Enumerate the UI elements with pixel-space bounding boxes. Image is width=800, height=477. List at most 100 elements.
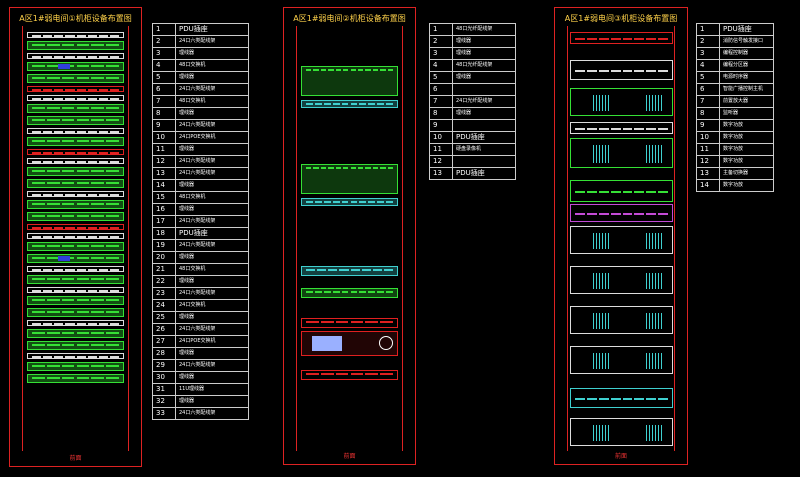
port-block xyxy=(109,323,119,325)
legend-label xyxy=(452,119,516,132)
rack-c-unit xyxy=(570,418,673,446)
port-block xyxy=(61,215,75,217)
legend-number: 25 xyxy=(152,311,176,324)
port-block xyxy=(76,194,86,196)
port-block xyxy=(350,103,358,105)
port-block xyxy=(320,167,327,169)
legend-label: 24口六类配线架 xyxy=(175,287,249,300)
legend-label: 前置放大器 xyxy=(719,95,774,108)
rack-a-unit xyxy=(27,62,124,71)
legend-number: 6 xyxy=(429,83,453,96)
vent-grille xyxy=(646,95,662,111)
legend-label: PDU插座 xyxy=(175,227,249,240)
legend-label: 48口交换机 xyxy=(175,191,249,204)
port-block xyxy=(91,140,105,142)
legend-label: 数字功放 xyxy=(719,155,774,168)
rack-a-unit xyxy=(27,341,124,350)
legend-number: 5 xyxy=(429,71,453,84)
port-block xyxy=(46,245,60,247)
legend-number: 8 xyxy=(152,107,176,120)
port-block xyxy=(54,35,64,37)
vent-grille xyxy=(593,273,609,289)
legend-number: 10 xyxy=(152,131,176,144)
port-block xyxy=(658,398,668,400)
port-block xyxy=(43,98,53,100)
port-block xyxy=(32,56,42,58)
status-panel xyxy=(58,64,70,69)
rack-a-unit xyxy=(27,233,124,239)
legend-label: 24口六类配线架 xyxy=(175,359,249,372)
port-block xyxy=(32,236,42,238)
port-block xyxy=(335,167,342,169)
port-block xyxy=(32,365,45,367)
port-block xyxy=(54,152,64,154)
port-block xyxy=(359,291,367,293)
rack-a-right-rail xyxy=(128,26,129,451)
port-block xyxy=(365,321,379,323)
port-block xyxy=(365,373,379,375)
port-block xyxy=(646,70,657,72)
port-block xyxy=(76,365,90,367)
rack-c-footer: 前面 xyxy=(614,453,627,460)
legend-label: 24口六类配线架 xyxy=(175,167,249,180)
port-block xyxy=(91,44,105,46)
port-block xyxy=(610,213,621,215)
legend-label: 24口光纤配线架 xyxy=(452,95,516,108)
legend-number: 28 xyxy=(152,347,176,360)
port-block xyxy=(54,236,64,238)
port-block xyxy=(61,203,75,205)
port-block xyxy=(106,203,119,205)
legend-number: 4 xyxy=(152,59,176,72)
port-block xyxy=(634,38,645,40)
port-block xyxy=(54,356,64,358)
legend-number: 10 xyxy=(696,131,720,144)
port-block xyxy=(109,227,119,229)
port-block xyxy=(109,236,119,238)
port-block xyxy=(646,398,657,400)
vent-grille xyxy=(593,145,609,163)
port-block xyxy=(32,299,45,301)
port-block xyxy=(314,103,322,105)
port-block xyxy=(622,213,633,215)
port-block xyxy=(586,128,597,130)
rack-a-unit xyxy=(27,212,124,221)
port-block xyxy=(109,290,119,292)
port-block xyxy=(372,69,379,71)
port-block xyxy=(98,131,108,133)
port-block xyxy=(76,140,90,142)
port-block xyxy=(634,70,645,72)
port-block xyxy=(350,373,364,375)
port-block xyxy=(91,245,105,247)
legend-row: 12 xyxy=(429,155,516,168)
port-block xyxy=(32,278,45,280)
port-block xyxy=(65,290,75,292)
port-block xyxy=(61,311,75,313)
port-block xyxy=(350,321,364,323)
legend-number: 21 xyxy=(152,263,176,276)
port-block xyxy=(586,38,597,40)
port-block xyxy=(87,98,97,100)
legend-number: 27 xyxy=(152,335,176,348)
legend-number: 2 xyxy=(152,35,176,48)
rack-c-right-rail xyxy=(674,26,675,451)
port-block xyxy=(91,65,105,67)
port-block xyxy=(610,38,621,40)
rack-a-unit xyxy=(27,191,124,197)
legend-number: 3 xyxy=(429,47,453,60)
legend-number: 13 xyxy=(696,167,720,180)
port-block xyxy=(61,245,75,247)
